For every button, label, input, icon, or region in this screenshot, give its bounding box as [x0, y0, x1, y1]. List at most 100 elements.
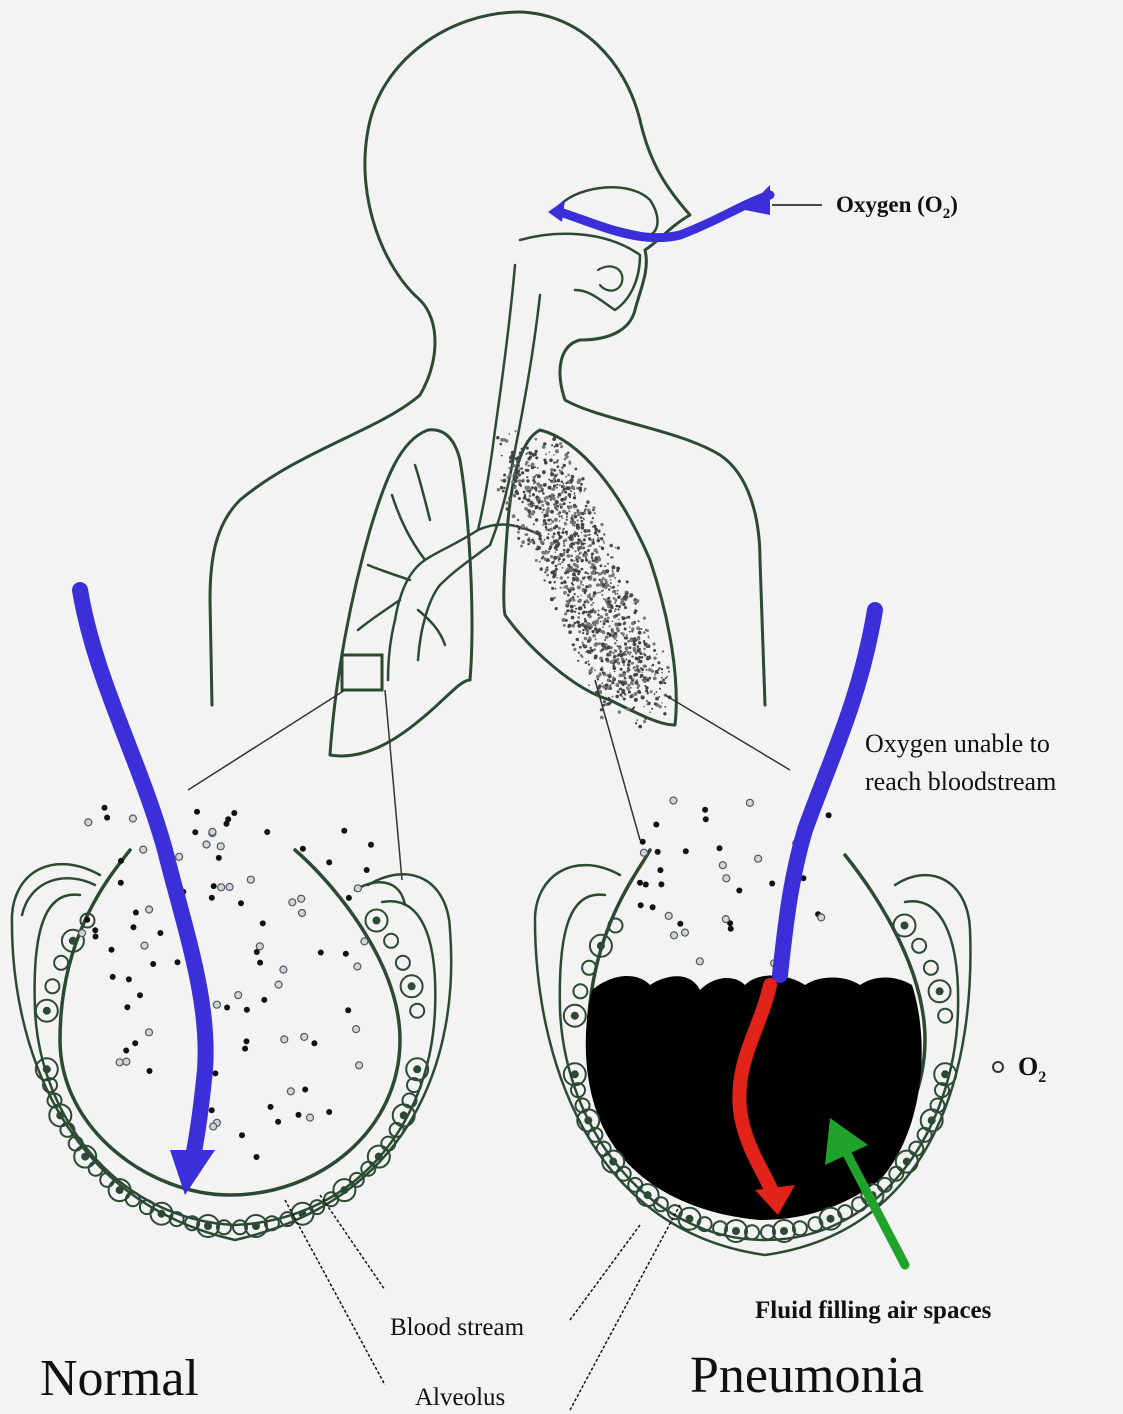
congestion-speck: [500, 443, 503, 446]
oxygen-molecule: [670, 797, 677, 804]
congestion-speck: [619, 688, 621, 690]
congestion-speck: [594, 531, 597, 534]
congestion-speck: [583, 538, 586, 541]
congestion-speck: [517, 531, 520, 534]
congestion-speck: [585, 559, 588, 562]
congestion-speck: [571, 485, 575, 489]
congestion-speck: [637, 690, 641, 694]
congestion-speck: [554, 581, 556, 583]
blood-cell-nucleus: [941, 1070, 949, 1078]
congestion-speck: [563, 549, 566, 552]
congestion-speck: [593, 623, 596, 626]
congestion-speck: [634, 692, 638, 696]
air-particle: [216, 855, 222, 861]
congestion-speck: [643, 665, 646, 668]
congestion-speck: [629, 675, 633, 679]
congestion-speck: [607, 636, 609, 638]
congestion-speck: [589, 534, 591, 536]
congestion-speck: [609, 651, 612, 654]
congestion-speck: [569, 537, 572, 540]
air-particle: [104, 815, 110, 821]
normal-title: Normal: [40, 1350, 199, 1407]
congestion-speck: [532, 493, 535, 496]
oxygen-label: Oxygen (O2): [836, 192, 958, 222]
congestion-speck: [622, 616, 626, 620]
blood-cell: [912, 939, 926, 953]
congestion-speck: [618, 605, 621, 608]
congestion-speck: [553, 557, 556, 560]
blood-cell-nucleus: [609, 1158, 617, 1166]
congestion-speck: [569, 592, 571, 594]
congestion-speck: [533, 531, 535, 533]
congestion-speck: [591, 557, 593, 559]
air-particle: [211, 883, 217, 889]
oxygen-molecule: [307, 1114, 314, 1121]
congestion-speck: [567, 554, 571, 558]
congestion-speck: [562, 489, 564, 491]
congestion-speck: [618, 680, 620, 682]
congestion-speck: [600, 621, 602, 623]
congestion-speck: [510, 498, 512, 500]
congestion-speck: [594, 512, 596, 514]
air-particle: [650, 904, 656, 910]
congestion-speck: [500, 486, 503, 489]
congestion-speck: [592, 509, 594, 511]
congestion-speck: [624, 652, 627, 655]
congestion-speck: [567, 609, 570, 612]
congestion-speck: [532, 510, 536, 514]
congestion-speck: [585, 571, 588, 574]
congestion-speck: [533, 453, 537, 457]
congestion-speck: [565, 455, 569, 459]
congestion-speck: [581, 525, 583, 527]
congestion-speck: [573, 504, 576, 507]
congestion-speck: [518, 497, 521, 500]
congestion-speck: [608, 702, 610, 704]
congestion-speck: [626, 580, 629, 583]
congestion-speck: [605, 658, 609, 662]
congestion-speck: [614, 615, 616, 617]
congestion-speck: [514, 525, 516, 527]
congestion-speck: [610, 606, 613, 609]
congestion-speck: [616, 627, 620, 631]
congestion-speck: [599, 672, 601, 674]
blood-cell-nucleus: [158, 1210, 166, 1218]
congestion-speck: [521, 448, 524, 451]
congestion-speck: [525, 461, 528, 464]
congestion-speck: [570, 478, 574, 482]
congestion-speck: [614, 577, 616, 579]
congestion-speck: [535, 508, 537, 510]
air-particle: [640, 839, 646, 845]
congestion-speck: [513, 486, 516, 489]
air-particle: [345, 1007, 351, 1013]
congestion-speck: [591, 539, 593, 541]
congestion-speck: [638, 725, 642, 729]
congestion-speck: [623, 664, 625, 666]
congestion-speck: [587, 549, 590, 552]
congestion-speck: [585, 585, 588, 588]
congestion-speck: [659, 688, 661, 690]
congestion-speck: [577, 481, 581, 485]
congestion-speck: [613, 665, 616, 668]
congestion-speck: [545, 526, 548, 529]
congestion-speck: [532, 479, 535, 482]
air-particle: [175, 959, 181, 965]
congestion-speck: [609, 586, 611, 588]
congestion-speck: [514, 479, 518, 483]
congestion-speck: [626, 650, 628, 652]
congestion-speck: [521, 471, 524, 474]
air-particle: [657, 867, 663, 873]
congestion-speck: [662, 650, 664, 652]
congestion-speck: [616, 569, 619, 572]
oxygen-molecule: [85, 819, 92, 826]
congestion-speck: [578, 612, 580, 614]
congestion-speck: [561, 491, 564, 494]
congestion-speck: [534, 438, 537, 441]
congestion-speck: [574, 531, 576, 533]
congestion-speck: [548, 551, 550, 553]
congestion-speck: [553, 526, 556, 529]
congestion-speck: [627, 684, 630, 687]
congestion-speck: [566, 550, 569, 553]
congestion-speck: [645, 689, 648, 692]
air-particle: [717, 845, 723, 851]
congestion-speck: [520, 545, 523, 548]
